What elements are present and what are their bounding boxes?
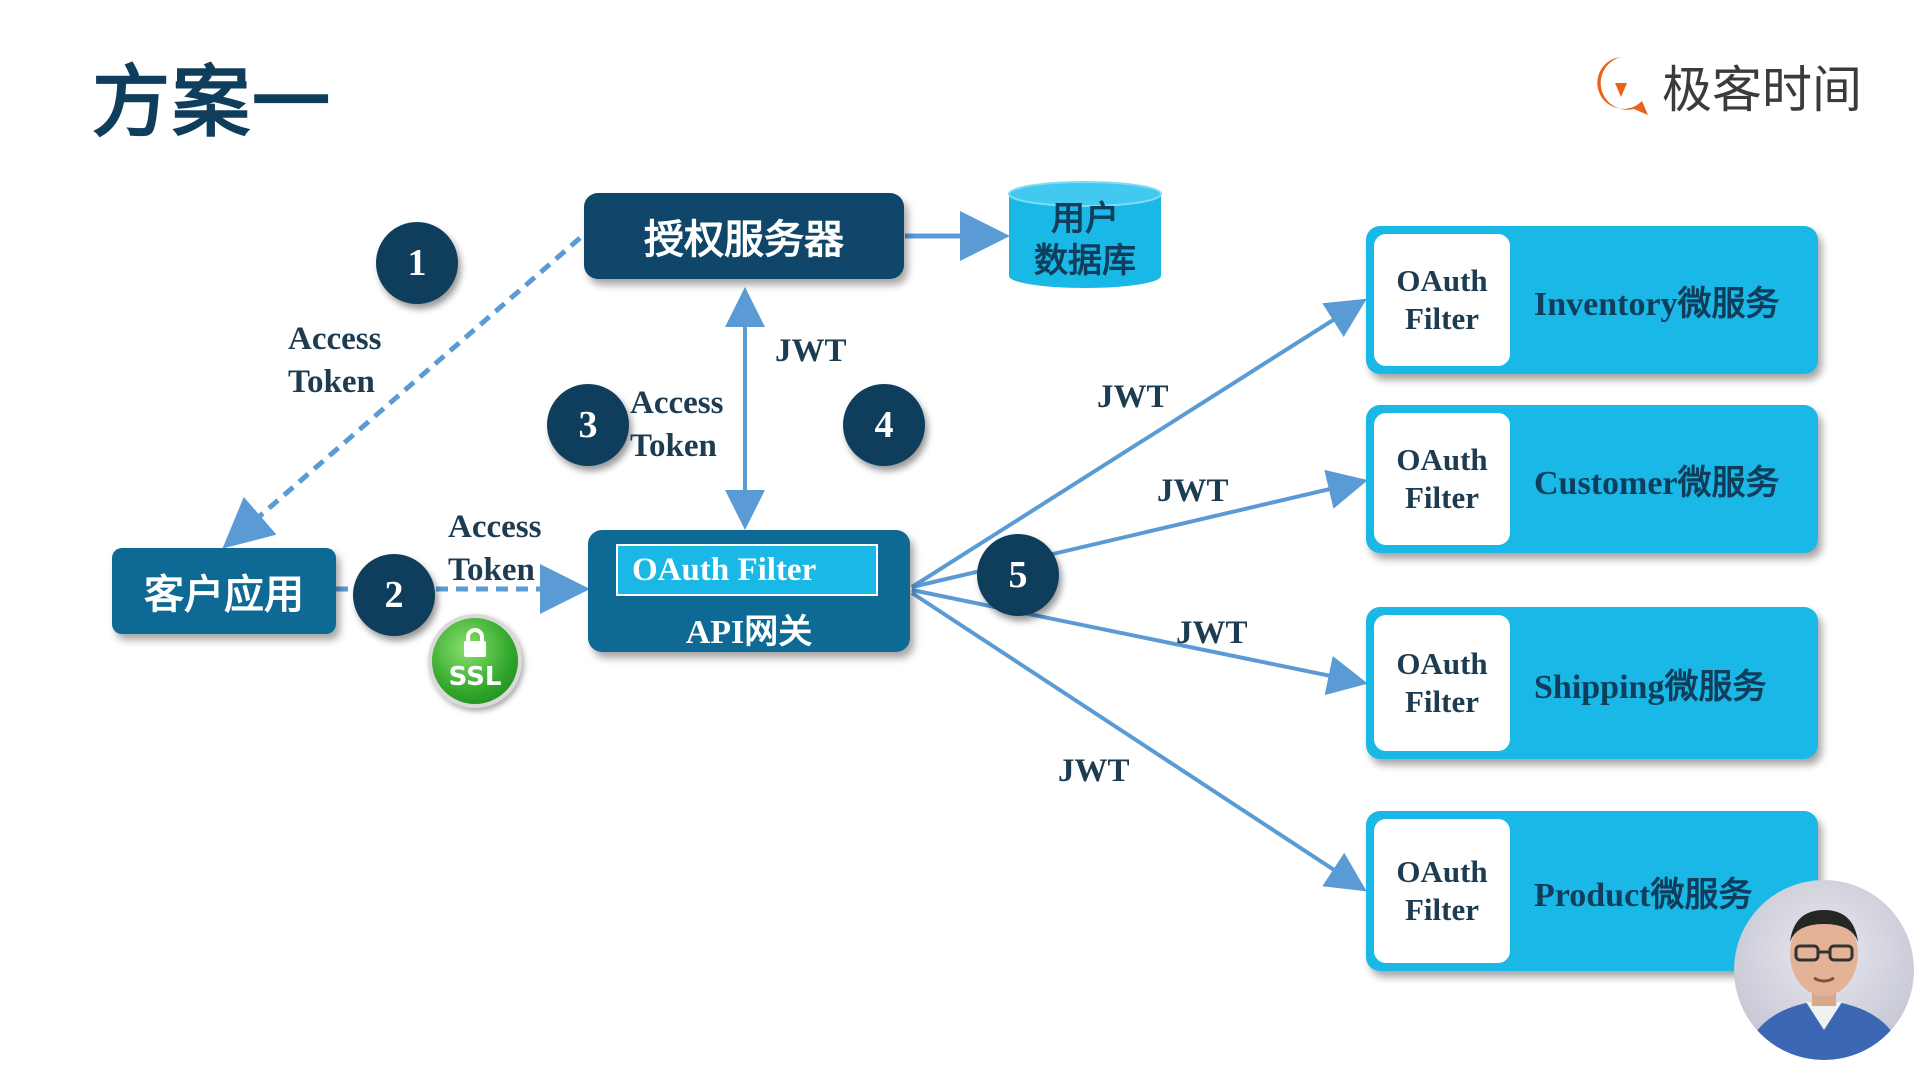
access-text: Access <box>448 509 542 545</box>
database-icon <box>1008 181 1162 288</box>
token-text: Token <box>448 552 535 588</box>
presenter-avatar-icon <box>1744 910 1904 1060</box>
gateway-label: API网关 <box>685 614 813 651</box>
access-text: Access <box>288 321 382 357</box>
client-app-node: 客户应用 <box>112 548 336 634</box>
access-token-label-3: Access Token <box>630 382 723 468</box>
arrow-gateway-to-inventory <box>910 298 1367 589</box>
slide-title: 方案一 <box>92 58 333 148</box>
oauth-filter-box: OAuth Filter <box>1374 234 1510 366</box>
ssl-label: SSL <box>448 662 502 692</box>
step-5-badge: 5 <box>977 534 1059 616</box>
jwt-label-inventory: JWT <box>1097 379 1169 415</box>
step-3-badge: 3 <box>547 384 629 466</box>
filter-line2: Filter <box>1404 892 1479 927</box>
oauth-filter-box: OAuth Filter <box>1374 819 1510 963</box>
access-text: Access <box>630 385 724 421</box>
api-gateway-node: OAuth Filter API网关 <box>588 530 910 652</box>
presenter-video <box>1734 880 1914 1060</box>
step-4-badge: 4 <box>843 384 925 466</box>
user-db-line1: 用户 <box>1051 199 1119 239</box>
filter-line1: OAuth <box>1396 646 1488 681</box>
user-db-label: 用户 数据库 <box>1005 198 1165 282</box>
geektime-logo-icon <box>1597 57 1648 115</box>
token-text: Token <box>288 364 375 400</box>
auth-server-node: 授权服务器 <box>584 193 904 279</box>
step-1-badge: 1 <box>376 222 458 304</box>
access-token-label-2: Access Token <box>448 506 541 592</box>
oauth-filter-box: OAuth Filter <box>1374 413 1510 545</box>
arrow-auth-to-client <box>222 236 582 549</box>
oauth-filter-box: OAuth Filter <box>1374 615 1510 751</box>
step-2-badge: 2 <box>353 554 435 636</box>
jwt-label-auth: JWT <box>775 333 847 369</box>
service-inventory: OAuth Filter Inventory微服务 <box>1366 226 1818 374</box>
service-shipping: OAuth Filter Shipping微服务 <box>1366 607 1818 759</box>
client-app-label: 客户应用 <box>144 572 304 618</box>
service-name: Shipping微服务 <box>1534 668 1767 706</box>
filter-line1: OAuth <box>1396 854 1488 889</box>
jwt-label-customer: JWT <box>1157 473 1229 509</box>
jwt-label-shipping: JWT <box>1176 615 1248 651</box>
filter-line2: Filter <box>1404 480 1479 515</box>
user-db-line2: 数据库 <box>1034 241 1136 281</box>
arrow-gateway-to-product <box>910 591 1367 892</box>
filter-line1: OAuth <box>1396 263 1488 298</box>
ssl-badge: SSL <box>428 614 522 708</box>
auth-server-label: 授权服务器 <box>644 217 844 263</box>
filter-line2: Filter <box>1404 684 1479 719</box>
gateway-filter-box: OAuth Filter <box>616 544 878 596</box>
filter-line1: OAuth <box>1396 442 1488 477</box>
service-name: Inventory微服务 <box>1534 285 1780 323</box>
arrow-gateway-to-shipping <box>911 588 1368 696</box>
lock-icon <box>464 628 486 657</box>
logo-text: 极客时间 <box>1662 61 1862 119</box>
service-name: Customer微服务 <box>1534 464 1780 502</box>
filter-line2: Filter <box>1404 301 1479 336</box>
service-customer: OAuth Filter Customer微服务 <box>1366 405 1818 553</box>
token-text: Token <box>630 428 717 464</box>
logo: 极客时间 <box>1590 50 1862 122</box>
access-token-label-1: Access Token <box>288 318 381 404</box>
gateway-filter-label: OAuth Filter <box>632 551 817 588</box>
jwt-label-product: JWT <box>1058 753 1130 789</box>
service-name: Product微服务 <box>1534 876 1753 914</box>
